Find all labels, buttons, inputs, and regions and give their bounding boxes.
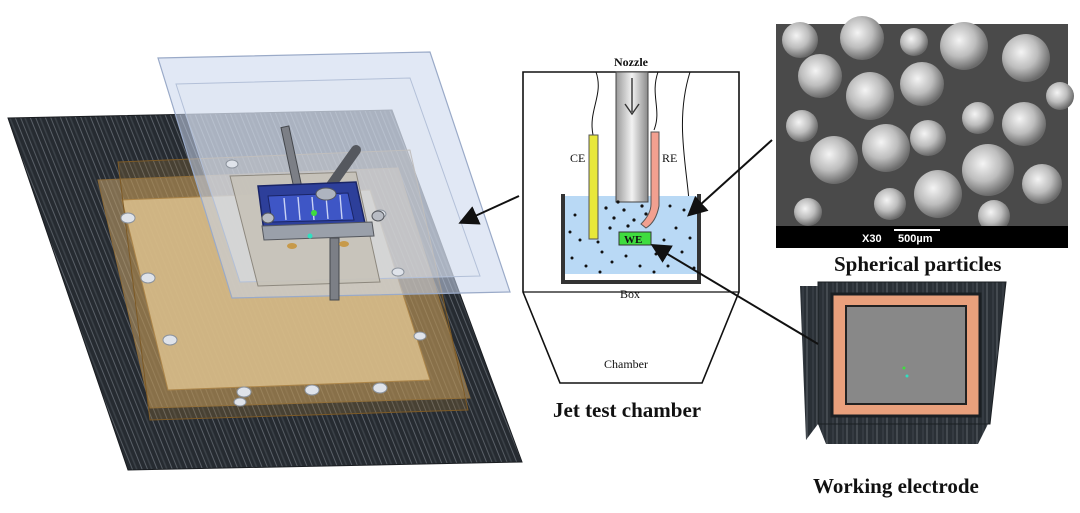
- re-wire: [653, 71, 659, 131]
- jet-test-chamber-schematic: Nozzle CE RE WE Box Chamber: [522, 55, 740, 384]
- counter-electrode: [588, 134, 599, 240]
- specimen-clamp: [257, 181, 385, 249]
- sem-info-bar: [776, 226, 1068, 248]
- guide-rod: [329, 237, 340, 301]
- chamber-label: Chamber: [604, 357, 648, 371]
- block-side-bottom: [818, 424, 988, 444]
- caption-jet-test-chamber: Jet test chamber: [553, 398, 702, 422]
- box-walls: [561, 194, 701, 284]
- spherical-particle-images: [782, 16, 1074, 232]
- arrow-to-slurry: [687, 139, 773, 217]
- caption-spherical-particles: Spherical particles: [834, 252, 1002, 276]
- working-electrode-block: [800, 281, 1007, 444]
- sem-micrograph: X30 500µm: [776, 16, 1074, 248]
- connector-arrows: [458, 139, 819, 345]
- scale-bar-label: 500µm: [898, 233, 933, 245]
- arrow-to-assembly: [458, 195, 520, 225]
- caption-working-electrode: Working electrode: [813, 474, 979, 498]
- arrow-to-we: [650, 243, 819, 345]
- magnification-label: X30: [862, 233, 882, 245]
- ce-wire: [591, 71, 599, 136]
- reference-electrode: [640, 131, 660, 229]
- ce-label: CE: [570, 151, 585, 165]
- we-label: WE: [624, 234, 642, 246]
- nozzle-label: Nozzle: [614, 55, 649, 69]
- working-electrode: [618, 231, 652, 246]
- re-label: RE: [662, 151, 677, 165]
- block-side-left: [800, 286, 818, 440]
- test-rig-assembly: [7, 51, 523, 471]
- box-label: Box: [620, 287, 640, 301]
- electrode-surface: [845, 305, 967, 405]
